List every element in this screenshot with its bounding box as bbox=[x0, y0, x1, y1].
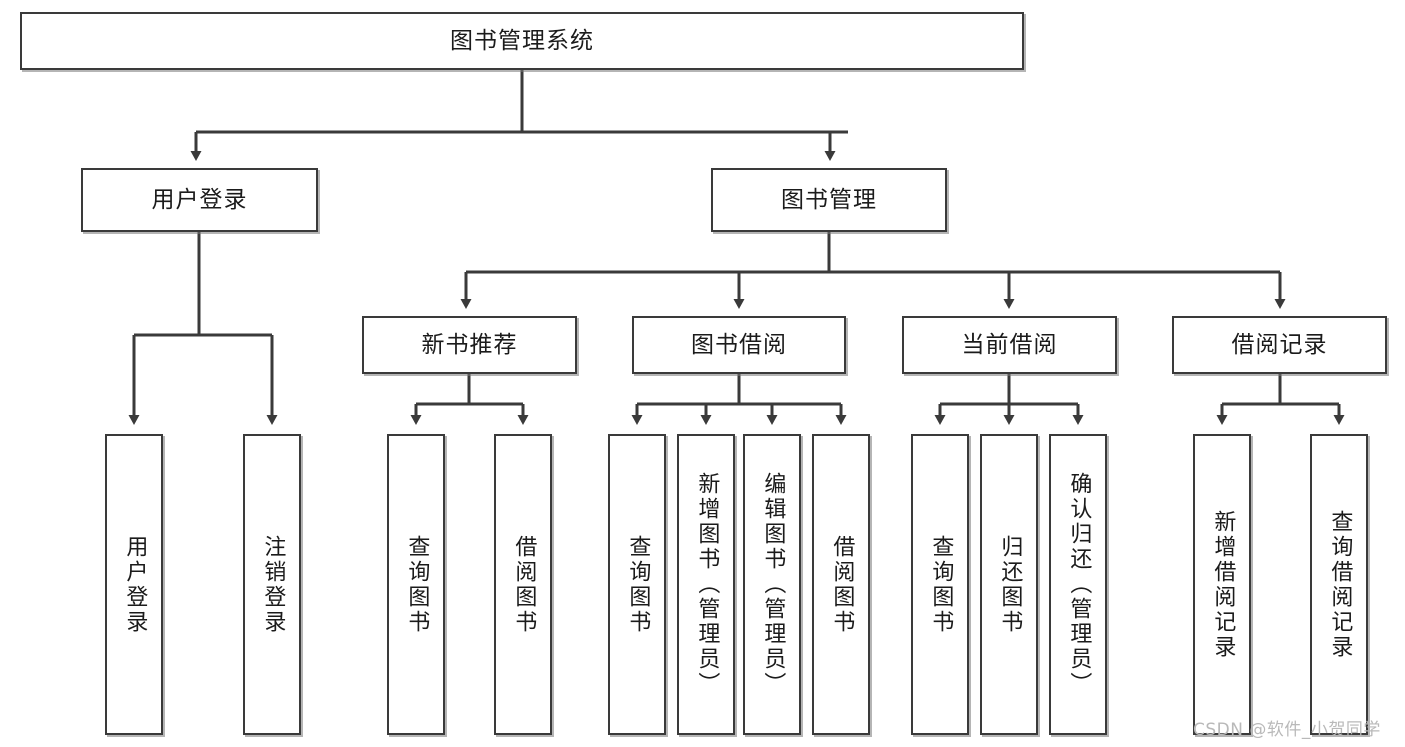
node-leaf-add-record-label: 新增借阅记录 bbox=[1210, 509, 1236, 660]
node-leaf-query-book-2-label: 查询图书 bbox=[625, 534, 651, 635]
node-leaf-return-book-label: 归还图书 bbox=[997, 534, 1023, 635]
node-current-borrow[interactable]: 当前借阅 bbox=[902, 316, 1117, 374]
node-leaf-borrow-book-2-label: 借阅图书 bbox=[829, 534, 855, 635]
node-leaf-add-book[interactable]: 新增图书（管理员） bbox=[677, 434, 735, 735]
node-book-borrow-label: 图书借阅 bbox=[691, 331, 787, 358]
node-leaf-edit-book[interactable]: 编辑图书（管理员） bbox=[743, 434, 801, 735]
node-root[interactable]: 图书管理系统 bbox=[20, 12, 1024, 70]
node-leaf-query-book-1-label: 查询图书 bbox=[404, 534, 430, 635]
node-leaf-user-login-label: 用户登录 bbox=[122, 534, 148, 635]
node-user-login[interactable]: 用户登录 bbox=[81, 168, 318, 232]
node-user-login-label: 用户登录 bbox=[151, 186, 248, 213]
node-new-book-recommend-label: 新书推荐 bbox=[421, 331, 518, 358]
node-leaf-query-book-1[interactable]: 查询图书 bbox=[387, 434, 445, 735]
node-leaf-query-record[interactable]: 查询借阅记录 bbox=[1310, 434, 1368, 735]
node-leaf-confirm-return-label: 确认归还（管理员） bbox=[1066, 472, 1092, 697]
node-current-borrow-label: 当前借阅 bbox=[961, 331, 1058, 358]
node-new-book-recommend[interactable]: 新书推荐 bbox=[362, 316, 577, 374]
node-leaf-return-book[interactable]: 归还图书 bbox=[980, 434, 1038, 735]
node-book-management-label: 图书管理 bbox=[781, 186, 877, 213]
node-leaf-borrow-book-2[interactable]: 借阅图书 bbox=[812, 434, 870, 735]
node-root-label: 图书管理系统 bbox=[450, 27, 594, 54]
node-leaf-edit-book-label: 编辑图书（管理员） bbox=[760, 472, 786, 697]
csdn-watermark: CSDN @软件_小贺同学 bbox=[1193, 720, 1381, 740]
node-leaf-add-record[interactable]: 新增借阅记录 bbox=[1193, 434, 1251, 735]
node-leaf-query-record-label: 查询借阅记录 bbox=[1327, 509, 1353, 660]
node-leaf-add-book-label: 新增图书（管理员） bbox=[694, 472, 720, 697]
node-leaf-query-book-3-label: 查询图书 bbox=[928, 534, 954, 635]
node-book-management[interactable]: 图书管理 bbox=[711, 168, 947, 232]
node-leaf-borrow-book-1[interactable]: 借阅图书 bbox=[494, 434, 552, 735]
node-leaf-confirm-return[interactable]: 确认归还（管理员） bbox=[1049, 434, 1107, 735]
node-leaf-user-login[interactable]: 用户登录 bbox=[105, 434, 163, 735]
node-leaf-query-book-2[interactable]: 查询图书 bbox=[608, 434, 666, 735]
node-borrow-record-label: 借阅记录 bbox=[1231, 331, 1328, 358]
node-leaf-logout-login-label: 注销登录 bbox=[260, 534, 286, 635]
node-book-borrow[interactable]: 图书借阅 bbox=[632, 316, 846, 374]
node-leaf-borrow-book-1-label: 借阅图书 bbox=[511, 534, 537, 635]
node-leaf-logout-login[interactable]: 注销登录 bbox=[243, 434, 301, 735]
node-borrow-record[interactable]: 借阅记录 bbox=[1172, 316, 1387, 374]
node-leaf-query-book-3[interactable]: 查询图书 bbox=[911, 434, 969, 735]
